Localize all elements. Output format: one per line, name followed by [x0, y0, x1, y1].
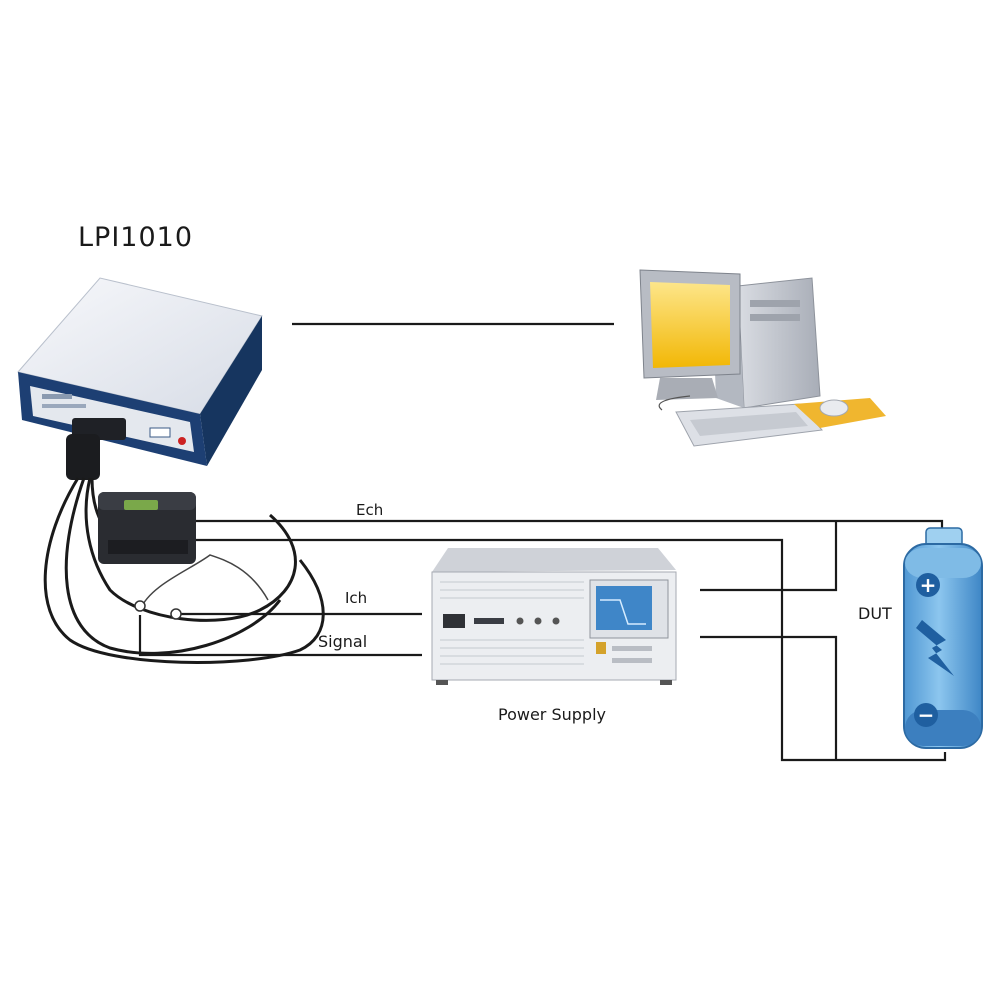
current-clamp-icon: [98, 492, 269, 620]
wiring: [138, 322, 947, 762]
ps-positive-wire: [700, 521, 838, 592]
ech-wire: [193, 519, 944, 530]
ich-label: Ich: [345, 589, 368, 607]
battery-minus-symbol: −: [918, 703, 935, 727]
ps-negative-wire: [700, 635, 838, 760]
lightning-icon: [916, 620, 954, 676]
ech-label: Ech: [356, 501, 384, 519]
signal-label: Signal: [318, 632, 368, 651]
ech-return-wire: [193, 538, 947, 762]
power-supply-label: Power Supply: [498, 705, 606, 724]
signal-wire: [138, 615, 422, 657]
desktop-computer-icon: [639, 269, 886, 447]
device-title: LPI1010: [78, 222, 193, 253]
dut-label: DUT: [858, 604, 892, 623]
battery-plus-symbol: +: [920, 573, 937, 597]
analyzer-device-icon: [17, 277, 263, 480]
power-supply-icon: [431, 548, 677, 685]
battery-icon: + −: [903, 527, 983, 749]
